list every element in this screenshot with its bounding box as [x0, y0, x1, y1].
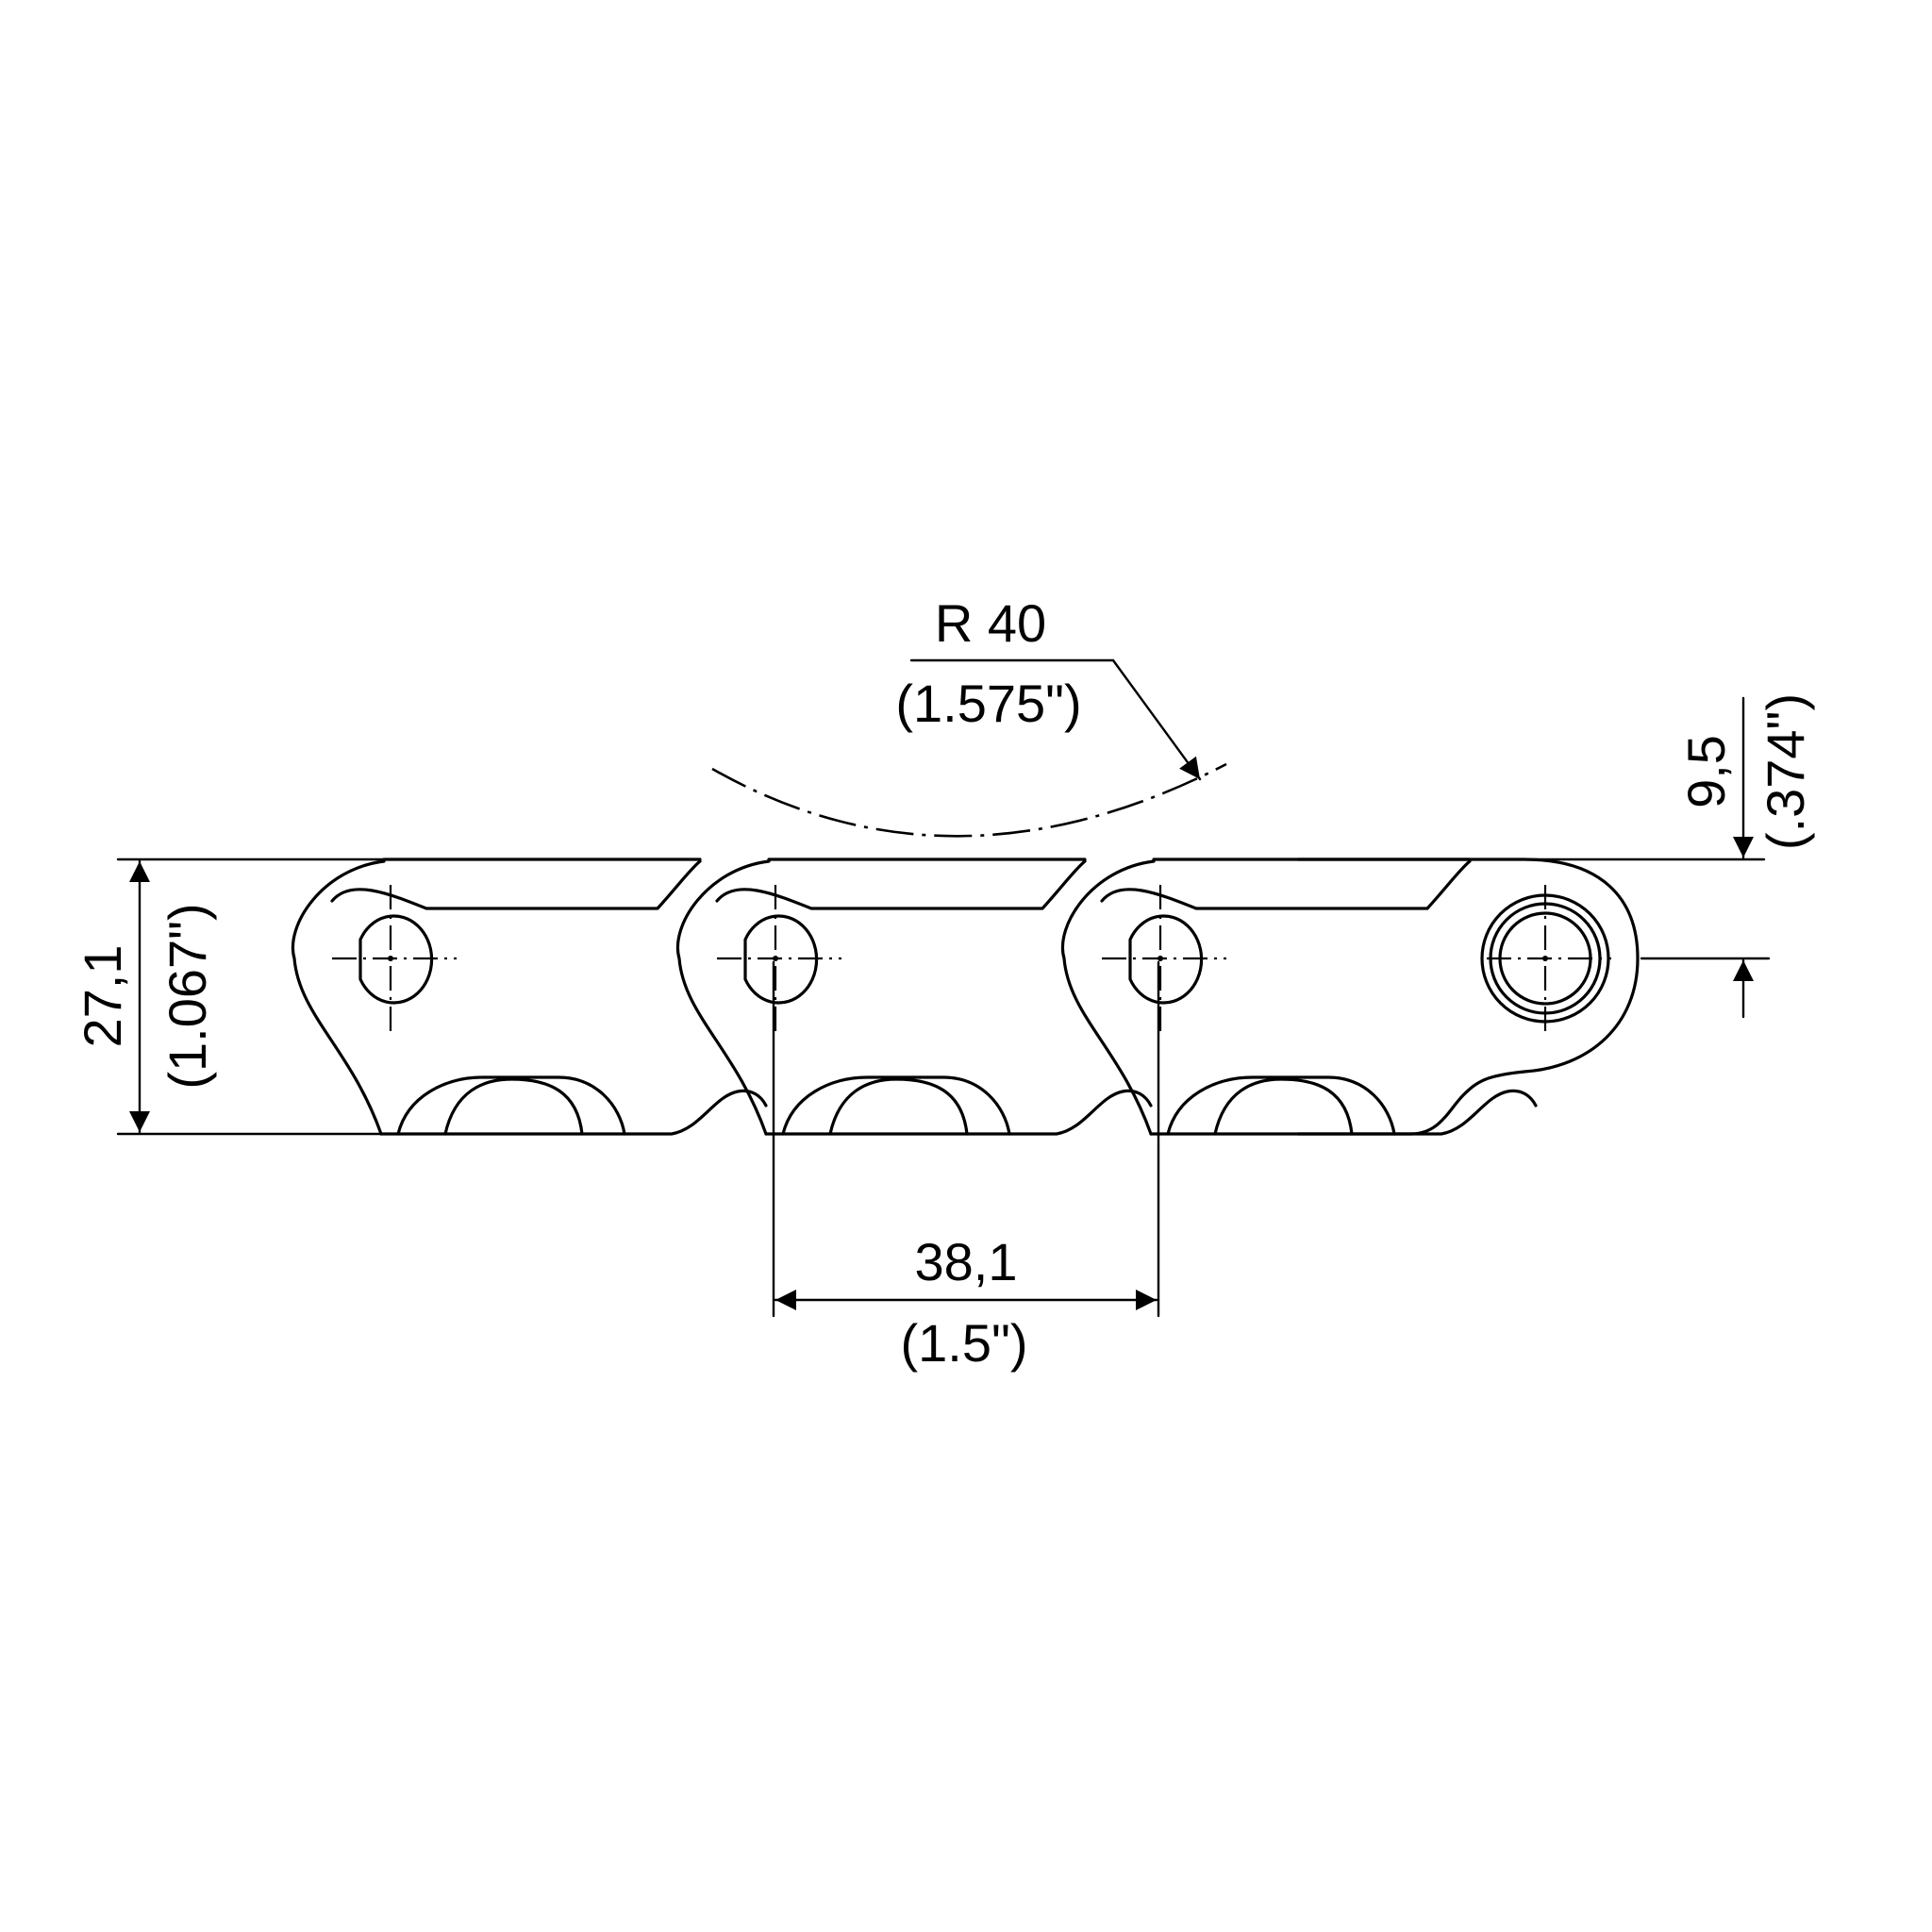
link-bottom-edge — [1149, 1089, 1538, 1136]
link-roller-cutout-inner — [828, 1077, 969, 1136]
link-bottom-edge — [379, 1089, 768, 1136]
offset-inch: (.374") — [1756, 693, 1815, 850]
link-roller-cutout-outer — [781, 1075, 1011, 1136]
pitch-dimension: 38,1 (1.5") — [772, 960, 1160, 1373]
radius-value: R 40 — [935, 593, 1046, 653]
link-roller-cutout-inner — [443, 1077, 584, 1136]
link-pin-hole — [1128, 914, 1204, 1005]
link-pin-hole — [743, 914, 819, 1005]
link-roller-cutout-outer — [396, 1075, 626, 1136]
link-plate-nose — [676, 859, 771, 1136]
radius-inch: (1.575") — [895, 674, 1081, 733]
height-dimension: 27,1 (1.067") — [73, 858, 398, 1136]
link-roller-cutout-outer — [1166, 1075, 1396, 1136]
height-value: 27,1 — [73, 945, 132, 1048]
offset-dimension: 9,5 (.374") — [1432, 693, 1815, 1019]
link-plate-nose — [291, 859, 386, 1136]
link-plate-top-relief — [1100, 859, 1472, 910]
radius-dimension: R 40 (1.575") — [711, 593, 1227, 838]
link-pin-hole — [358, 914, 434, 1005]
radius-leader-arrow — [1111, 658, 1202, 781]
link-bottom-edge — [764, 1089, 1153, 1136]
link-plate-nose — [1061, 859, 1156, 1136]
pitch-value: 38,1 — [915, 1232, 1018, 1291]
pitch-inch: (1.5") — [900, 1313, 1027, 1373]
chain-links — [291, 858, 1640, 1136]
radius-arc — [711, 762, 1227, 838]
height-inch: (1.067") — [158, 903, 217, 1089]
link-roller-cutout-inner — [1213, 1077, 1354, 1136]
end-link-outline — [1296, 858, 1640, 1136]
link-plate-top-relief — [330, 859, 702, 910]
offset-value: 9,5 — [1676, 735, 1736, 808]
link-plate-top-relief — [715, 859, 1087, 910]
